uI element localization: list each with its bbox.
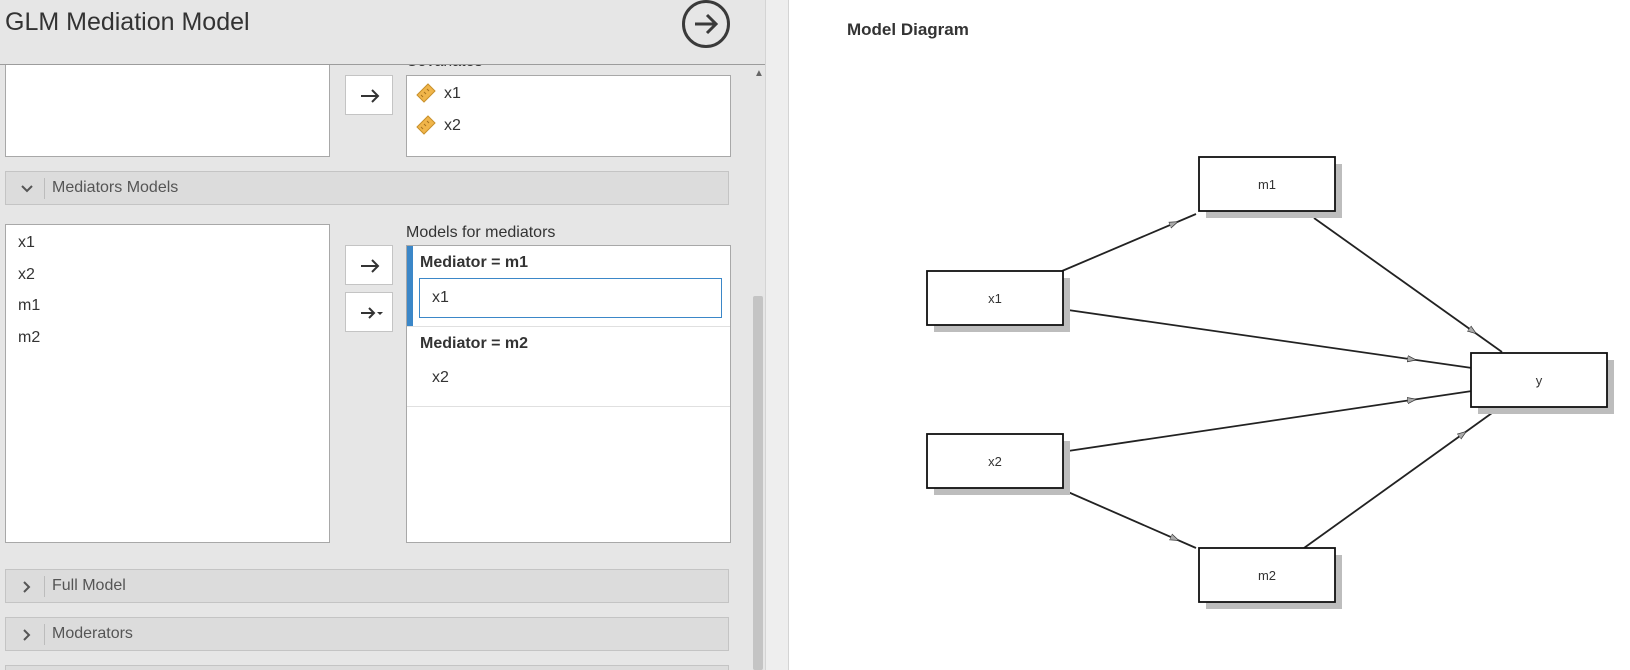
node-box [1470,352,1608,408]
page-title: GLM Mediation Model [5,8,250,36]
ruler-icon [416,115,436,135]
mediator-term[interactable]: x1 [432,289,449,306]
node-m1: m1 [1198,156,1342,218]
variable-item-x1[interactable]: x1 [18,234,35,251]
mediator-model-header: Mediator = m1 [420,254,529,271]
divider [407,326,730,327]
node-box [1198,547,1336,603]
options-scrollbar[interactable]: ▲ [752,64,764,670]
node-x2: x2 [926,433,1070,495]
node-y: y [1470,352,1614,414]
section-title: Moderators [52,625,133,642]
section-next[interactable] [5,665,729,670]
model-diagram: m1 x1 y x2 m2 [926,156,1614,609]
arrowhead-x2-y [1391,399,1415,403]
node-label: m1 [1258,177,1276,192]
node-box [926,433,1064,489]
mediator-model-m1[interactable]: Mediator = m1 x1 [407,246,730,326]
arrow-right-dropdown-icon [361,307,383,319]
mediator-term-field[interactable]: x1 [419,278,722,318]
section-full-model[interactable]: Full Model [5,569,729,603]
arrowhead-x1-m1 [1169,222,1177,225]
models-for-mediators-list[interactable]: Mediator = m1 x1 Mediator = m2 x2 [406,245,731,543]
section-title: Mediators Models [52,179,179,196]
node-label: y [1536,373,1543,388]
variable-item-x2[interactable]: x2 [18,266,35,283]
move-covariates-button[interactable] [345,75,393,115]
arrow-right-icon [361,259,380,273]
section-separator [44,624,45,645]
arrow-right-circle-icon [695,13,719,35]
section-separator [44,178,45,199]
mediator-model-header: Mediator = m2 [420,335,529,352]
section-moderators[interactable]: Moderators [5,617,729,651]
diagram-title: Model Diagram [847,20,969,39]
scrollbar-thumb[interactable] [753,296,763,670]
mediator-variables-list[interactable]: x1 x2 m1 m2 [5,224,330,543]
move-to-mediator-button[interactable] [345,245,393,285]
node-label: m2 [1258,568,1276,583]
arrowhead-x2-m2 [1170,537,1178,540]
edge-x2-y [1067,390,1473,452]
divider [407,406,730,407]
node-label: x1 [988,291,1002,306]
scroll-up-icon[interactable]: ▲ [754,68,764,79]
chevron-down-icon [21,185,33,193]
covariates-list[interactable]: x1 x2 [406,75,731,157]
section-separator [44,576,45,597]
variable-item-m1[interactable]: m1 [18,297,41,314]
arrow-right-icon [361,89,380,103]
node-m2: m2 [1198,547,1342,609]
run-button[interactable] [682,0,730,48]
chevron-right-icon [23,629,31,641]
arrowhead-m1-y [1464,325,1475,333]
options-panel: Covariates x1 x2 Mediators Models x1 x2 … [0,0,765,670]
results-panel: Model Diagram m1 x1 y x2 m2 [789,0,1630,670]
ruler-icon [416,83,436,103]
variable-item-m2[interactable]: m2 [18,329,41,346]
covariate-item-x2[interactable]: x2 [444,117,461,134]
node-label: x2 [988,454,1002,469]
options-header: GLM Mediation Model [0,0,765,65]
panel-splitter[interactable] [765,0,789,670]
mediator-model-m2[interactable]: Mediator = m2 x2 [407,327,730,406]
selection-indicator [407,246,413,326]
chevron-right-icon [23,581,31,593]
mediator-term[interactable]: x2 [432,369,449,386]
edge-x1-y [1067,309,1473,369]
section-mediators-models[interactable]: Mediators Models [5,171,729,205]
covariate-item-x1[interactable]: x1 [444,85,461,102]
arrowhead-x1-y [1391,356,1415,359]
move-interaction-dropdown-button[interactable] [345,292,393,332]
section-title: Full Model [52,577,126,594]
node-box [1198,156,1336,212]
node-x1: x1 [926,270,1070,332]
arrowhead-m2-y [1454,432,1465,440]
node-box [926,270,1064,326]
models-for-mediators-label: Models for mediators [406,224,556,241]
